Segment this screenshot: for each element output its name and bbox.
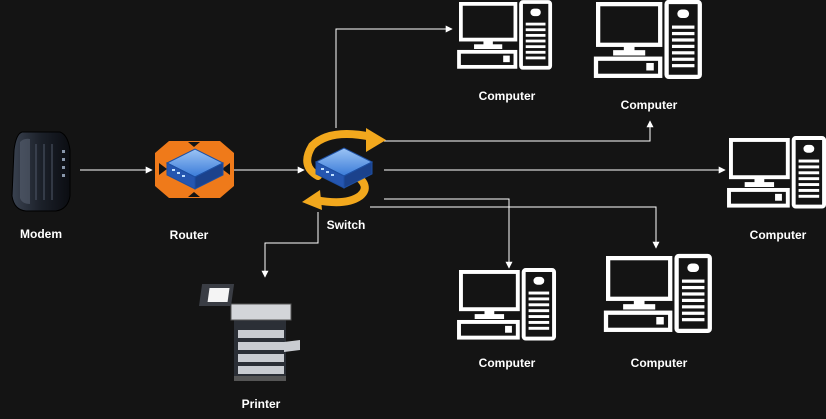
computer-icon (606, 256, 710, 331)
connector-switch-printer (261, 212, 319, 278)
computer-label-right: Computer (749, 228, 807, 242)
computer-label-bottom2: Computer (630, 356, 688, 370)
computer-label-top2: Computer (620, 98, 678, 112)
printer-label: Printer (241, 397, 281, 411)
printer-icon (198, 284, 300, 381)
modem-icon (11, 131, 71, 212)
computer-icon (457, 0, 553, 70)
computer-label-top1: Computer (478, 89, 536, 103)
connector-switch-computer-top2 (384, 120, 654, 142)
connector-switch-computer-top1 (335, 25, 453, 128)
switch-label: Switch (326, 218, 366, 232)
switch-icon (302, 128, 386, 210)
computer-icon (596, 2, 700, 77)
computer-label-bottom1: Computer (478, 356, 536, 370)
modem-label: Modem (20, 227, 62, 241)
computer-icon (457, 268, 557, 341)
router-icon (155, 141, 234, 198)
connector-switch-computer-bottom2 (370, 206, 660, 249)
router-label: Router (169, 228, 209, 242)
connectors (80, 25, 726, 278)
computer-icon (727, 136, 826, 209)
connector-switch-computer-bottom1 (384, 198, 513, 269)
